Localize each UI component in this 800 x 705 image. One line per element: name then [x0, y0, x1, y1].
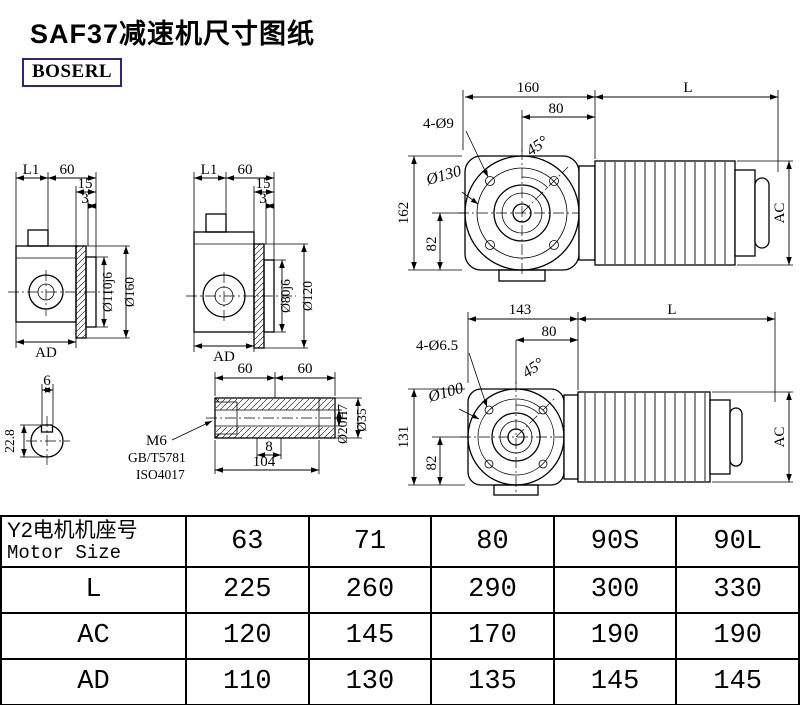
dimensions: 143 L 80 4-Ø6.5 45° Ø100 131 82 AC — [396, 302, 793, 486]
motor-size-label-en: Motor Size — [7, 542, 122, 565]
brand-logo: BOSERL — [22, 58, 123, 87]
dia-130-label: Ø130 — [423, 163, 463, 189]
dim-160-label: 160 — [517, 80, 540, 96]
dim-104-label: 104 — [253, 454, 276, 470]
dim-L1-label: L1 — [23, 162, 40, 178]
shaft-detail-view: 60 60 M6 GB/T5781 ISO4017 8 104 Ø20H7 Ø3… — [128, 361, 369, 482]
dim-AD-label: AD — [35, 345, 57, 361]
shaft-cross-section: 6 22.8 — [2, 373, 70, 466]
dim-82-label: 82 — [424, 237, 440, 252]
dim-row-AD: AD 110 130 135 145 145 — [0, 658, 800, 705]
dim-L1-label: L1 — [201, 162, 218, 178]
dia-hub-label: Ø80j6 — [278, 279, 293, 313]
dim-80-label: 80 — [549, 101, 564, 117]
shaft-outline — [206, 397, 346, 439]
dim-value: 135 — [430, 658, 555, 705]
bolt-holes-label: 4-Ø6.5 — [416, 338, 458, 354]
dia-bore-label: Ø20H7 — [335, 404, 350, 444]
dim-value: 260 — [307, 566, 433, 615]
motor-body — [563, 391, 743, 483]
standard-gb-label: GB/T5781 — [128, 450, 186, 465]
dim-value: 190 — [552, 612, 678, 661]
dim-131-label: 131 — [396, 426, 412, 449]
dim-value: 300 — [552, 566, 678, 615]
reducer-front-view-top: 160 L 80 4-Ø9 45° Ø130 162 82 AC — [396, 80, 793, 282]
row-label: AD — [0, 658, 187, 705]
dim-162-label: 162 — [396, 202, 412, 225]
dim-value: 110 — [185, 658, 310, 705]
dim-AC-label: AC — [772, 427, 788, 448]
dim-80-label: 80 — [542, 324, 557, 340]
dimensions: L1 60 15 3 Ø80j6 Ø120 AD — [193, 162, 315, 365]
dim-value: 225 — [185, 566, 310, 615]
dim-60b-label: 60 — [298, 361, 313, 377]
dim-value: 170 — [430, 612, 555, 661]
dim-3-label: 3 — [81, 191, 89, 207]
dim-60-label: 60 — [60, 162, 75, 178]
dim-15-label: 15 — [256, 176, 271, 192]
dim-AC-label: AC — [772, 203, 788, 224]
dia-100-label: Ø100 — [425, 380, 465, 406]
motor-size-value: 63 — [185, 514, 310, 569]
gear-housing — [458, 149, 586, 282]
technical-drawing-canvas: 160 L 80 4-Ø9 45° Ø130 162 82 AC — [2, 80, 793, 496]
bolt-holes-label: 4-Ø9 — [423, 116, 454, 132]
row-label: L — [0, 566, 187, 615]
dim-row-AC: AC 120 145 170 190 190 — [0, 612, 800, 661]
dim-15-label: 15 — [78, 176, 93, 192]
motor-size-value: 90L — [675, 514, 800, 569]
dim-value: 145 — [552, 658, 678, 705]
gear-housing — [460, 381, 572, 496]
dim-value: 145 — [307, 612, 433, 661]
dim-L-label: L — [667, 302, 676, 318]
dia-flange-label: Ø160 — [122, 277, 137, 307]
dim-value: 130 — [307, 658, 433, 705]
gearbox-outline — [8, 229, 116, 339]
dim-22-8-label: 22.8 — [2, 429, 17, 453]
dimensions: 60 60 M6 GB/T5781 ISO4017 8 104 Ø20H7 Ø3… — [128, 361, 369, 482]
dim-L-label: L — [683, 80, 692, 96]
dim-6-label: 6 — [43, 373, 51, 389]
gearbox-outline — [186, 213, 296, 349]
thread-M6-label: M6 — [146, 433, 167, 449]
dim-60a-label: 60 — [238, 361, 253, 377]
dim-value: 330 — [675, 566, 800, 615]
gearbox-side-view-large: L1 60 15 3 Ø110j6 Ø160 AD — [8, 162, 137, 361]
gearbox-side-view-small: L1 60 15 3 Ø80j6 Ø120 AD — [186, 162, 315, 365]
angle-45-label: 45° — [519, 355, 548, 382]
dim-value: 120 — [185, 612, 310, 661]
dim-value: 145 — [675, 658, 800, 705]
dim-3-label: 3 — [259, 191, 267, 207]
dia-hub-label: Ø110j6 — [100, 272, 115, 312]
motor-size-value: 80 — [430, 514, 555, 569]
dim-row-L: L 225 260 290 300 330 — [0, 566, 800, 615]
reducer-front-view-bottom: 143 L 80 4-Ø6.5 45° Ø100 131 82 AC — [396, 302, 793, 496]
dimension-table: Y2电机机座号 Motor Size 63 71 80 90S 90L L 22… — [0, 514, 800, 705]
dim-AD-label: AD — [213, 349, 235, 365]
dim-60-label: 60 — [238, 162, 253, 178]
row-label: AC — [0, 612, 187, 661]
dim-82-label: 82 — [424, 456, 440, 471]
motor-size-value: 71 — [307, 514, 433, 569]
page-title: SAF37减速机尺寸图纸 — [30, 19, 316, 49]
dim-value: 190 — [675, 612, 800, 661]
motor-size-label-cn: Y2电机机座号 — [7, 519, 138, 542]
motor-size-value: 90S — [552, 514, 678, 569]
dia-flange-label: Ø120 — [300, 281, 315, 311]
dim-143-label: 143 — [509, 302, 532, 318]
standard-iso-label: ISO4017 — [136, 467, 185, 482]
dim-8-label: 8 — [265, 439, 273, 455]
motor-body — [578, 160, 770, 266]
dia-outer-label: Ø35 — [354, 408, 369, 431]
motor-size-row: Y2电机机座号 Motor Size 63 71 80 90S 90L — [0, 514, 800, 569]
dimensions: L1 60 15 3 Ø110j6 Ø160 AD — [15, 162, 137, 361]
dim-value: 290 — [430, 566, 555, 615]
motor-size-header-cell: Y2电机机座号 Motor Size — [0, 514, 187, 569]
